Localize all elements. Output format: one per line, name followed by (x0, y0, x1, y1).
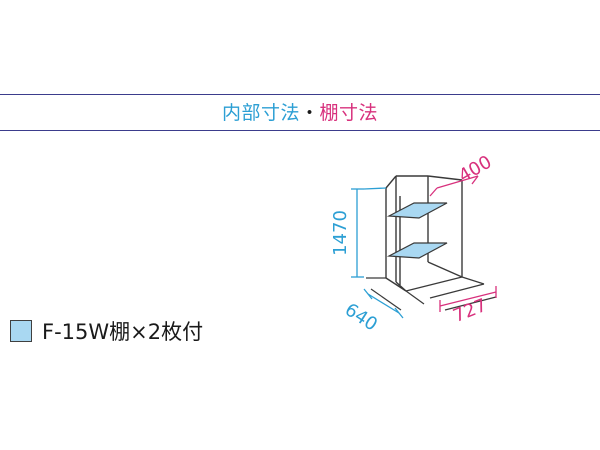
cabinet-frame (385, 175, 463, 292)
shelf-legend-label: F-15W棚×2枚付 (42, 320, 204, 344)
shelf-color-swatch (10, 320, 32, 342)
shelf-depth-dimension-line (429, 175, 479, 197)
internal-dimensions-label: 内部寸法 (221, 102, 300, 124)
lower-shelf (386, 242, 448, 259)
depth-dimension-line (363, 288, 404, 319)
width-dimension-value: 727 (450, 295, 490, 327)
shelf-dimensions-label: 棚寸法 (319, 102, 379, 124)
height-dimension-value: 1470 (330, 210, 351, 256)
section-title: 内部寸法・棚寸法 (0, 97, 600, 129)
header-rule-bottom (0, 130, 600, 131)
shelf-depth-dimension-value: 400 (455, 152, 495, 187)
title-separator: ・ (299, 102, 320, 124)
height-dimension-line (351, 187, 387, 278)
header-rule-top (0, 94, 600, 95)
width-dimension-line (439, 286, 497, 312)
depth-dimension-value: 640 (341, 299, 381, 335)
shelf-legend: F-15W棚×2枚付 (10, 316, 203, 346)
floor-lines (366, 276, 497, 311)
upper-shelf (386, 202, 448, 219)
